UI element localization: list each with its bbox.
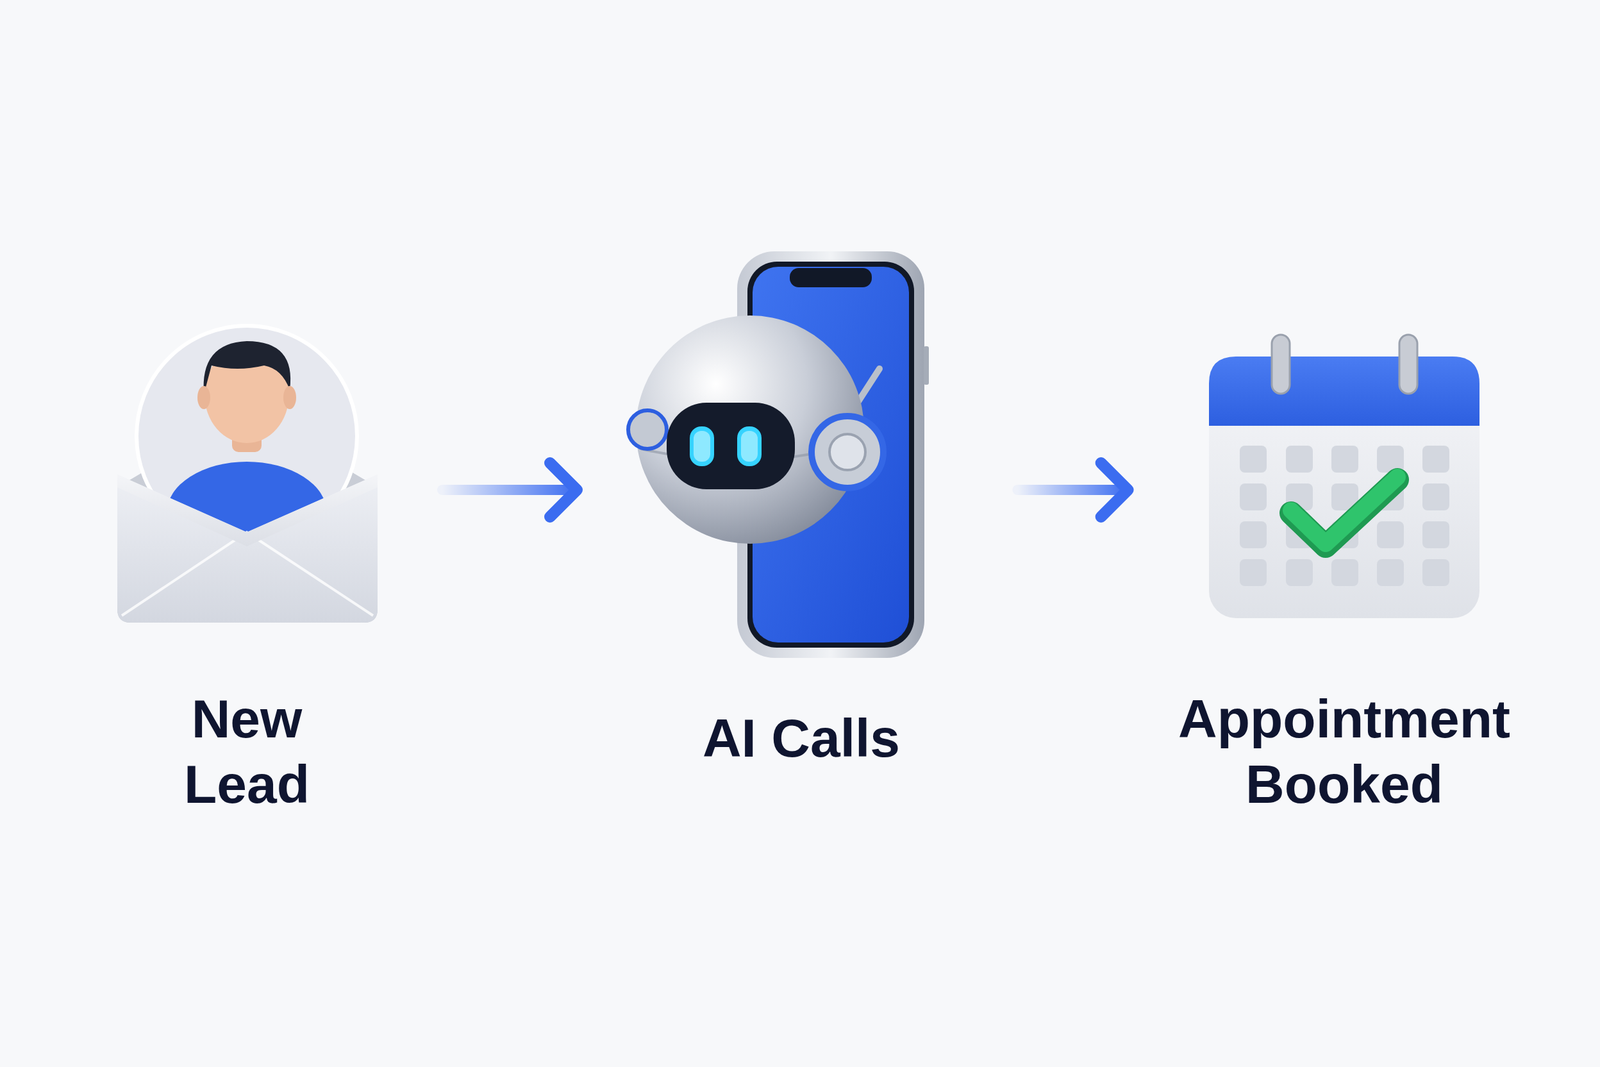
arrow-head [1101,462,1129,517]
calendar-icon [1208,334,1480,618]
step-label: New Lead [150,685,343,818]
calendar-day [1422,445,1450,473]
step-label: AI Calls [634,705,968,771]
calendar-day [1331,445,1359,473]
arrow-shaft [442,484,577,495]
calendar-day [1239,483,1267,511]
calendar-day [1422,558,1450,586]
envelope-icon [117,325,378,623]
icon-step: New Lead [96,307,398,831]
icon-step: AI Calls [621,307,981,784]
icon-step: Appointment Booked [1164,307,1524,831]
phone-robot-icon [628,251,929,658]
calendar-day [1376,521,1404,549]
calendar-day [1422,521,1450,549]
flow-arrow [442,462,577,517]
step-label: Appointment Booked [1178,685,1511,818]
calendar-day [1285,445,1313,473]
calendar-day [1376,558,1404,586]
calendar-day [1239,521,1267,549]
arrow-shaft [1017,484,1128,495]
calendar-day [1239,558,1267,586]
arrow-head [550,462,577,517]
calendar-day [1331,558,1359,586]
flow-arrow [1017,462,1128,517]
calendar-day [1239,445,1267,473]
calendar-day [1422,483,1450,511]
calendar-day [1285,558,1313,586]
